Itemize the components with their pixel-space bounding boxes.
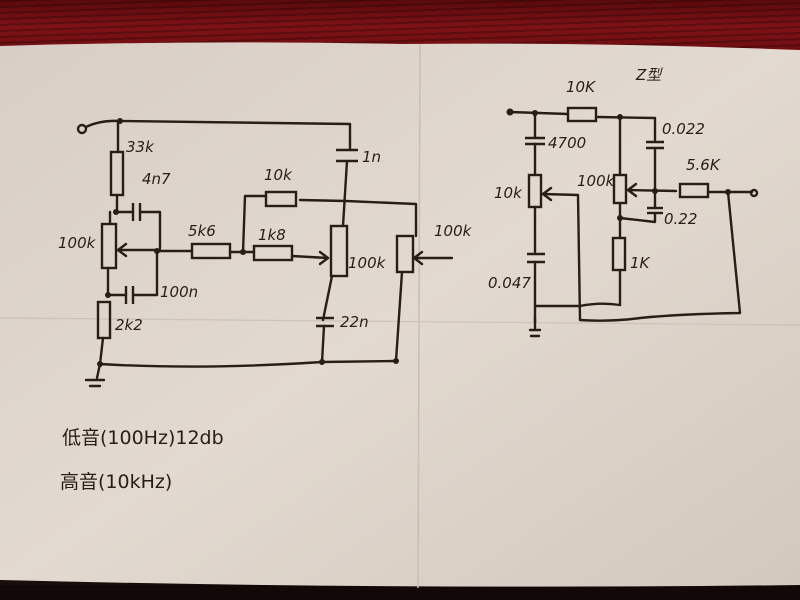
label-100k-bass: 100k [58,234,97,252]
wiper-arrow [116,242,162,258]
label-1k8: 1k8 [258,226,286,244]
left-tone-control-circuit: 33k 4n7 100k 100n 2k2 5k6 [58,118,473,388]
paper-fold-vertical [417,43,421,589]
resistor-10k-input [566,106,598,123]
label-10k-right: 10K [566,78,596,96]
label-1n: 1n [362,148,381,166]
label-022: 0.22 [664,210,697,228]
label-4700: 4700 [548,134,586,152]
label-1k: 1K [630,254,651,272]
label-z-type-title: Z型 [635,66,663,84]
junction-dot [652,188,658,194]
label-100k-treble: 100k [348,254,387,272]
label-0022: 0.022 [662,120,705,138]
label-33k: 33k [126,138,155,156]
potentiometer-volume-100k [395,234,415,274]
wire [241,194,268,254]
wire [508,110,570,116]
label-5-6k: 5.6K [686,156,721,174]
wire [596,115,657,142]
wire [98,359,398,368]
resistor-5-6k [678,182,710,199]
label-100k-right: 100k [577,172,616,190]
input-terminal [76,123,88,135]
wire [298,198,418,238]
wire [114,210,162,250]
ground-icon [528,316,542,338]
dark-surface-background [0,585,800,600]
wire [98,336,105,366]
ground-icon [84,362,106,388]
resistor-10k [264,190,298,208]
label-100n: 100n [160,283,198,301]
wiper-arrow [541,186,582,322]
wire [578,190,742,322]
label-2k2: 2k2 [115,316,143,334]
label-10k-left: 10k [264,166,293,184]
wire [618,211,657,224]
wiper-arrow [626,182,678,198]
wire [534,302,622,308]
label-4n7: 4n7 [142,170,171,188]
label-10k-pot: 10k [494,184,523,202]
wire [320,324,326,364]
note-treble: 高音(10kHz) [60,471,172,493]
wire [394,270,404,363]
wire [321,274,334,322]
paper-fold-horizontal [0,317,800,326]
wiper-arrow [290,250,330,266]
label-22n: 22n [340,313,369,331]
wiper-arrow [412,250,454,266]
right-z-type-circuit: Z型 10K 4700 10k 0.047 100k [488,66,759,338]
label-0047: 0.047 [488,274,531,292]
resistor-1k8 [252,244,294,262]
wire [341,159,349,228]
potentiometer-treble-100k [329,224,349,278]
note-bass: 低音(100Hz)12db [62,427,224,449]
output-terminal [749,188,759,198]
label-100k-volume: 100k [434,222,473,240]
label-5k6: 5k6 [188,222,216,240]
